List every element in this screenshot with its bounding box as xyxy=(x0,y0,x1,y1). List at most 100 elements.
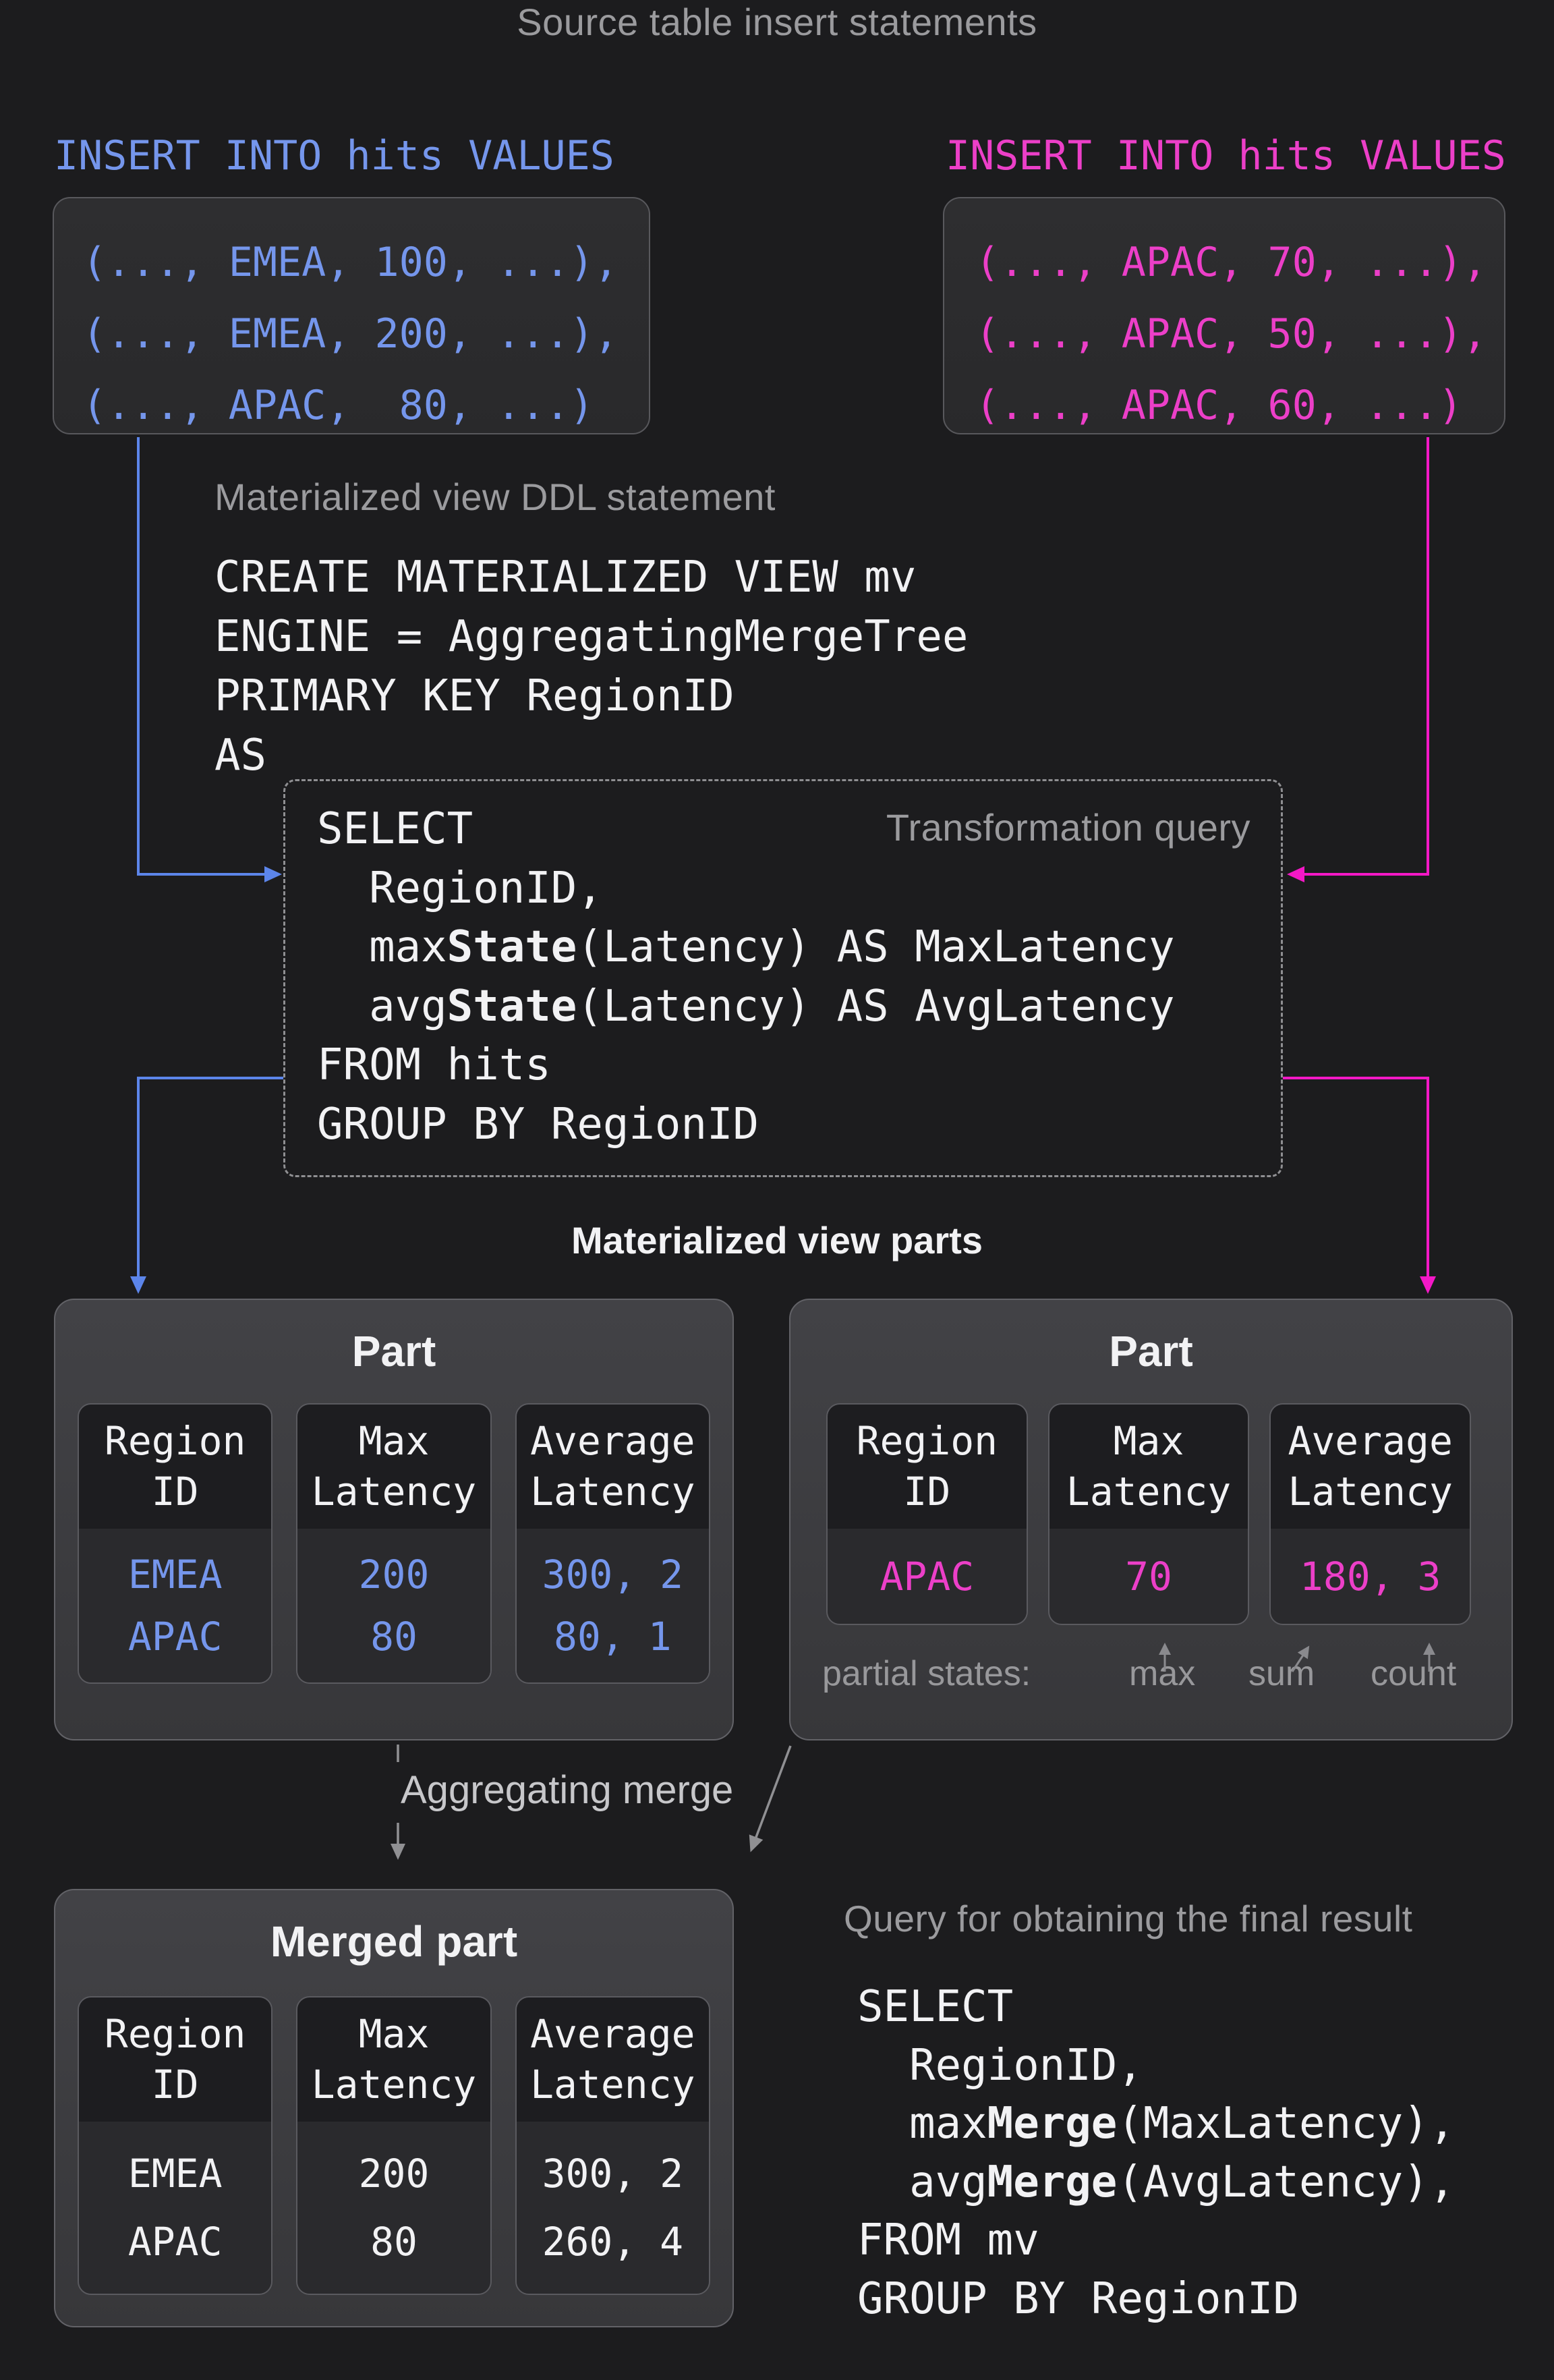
code-segment: (..., EMEA, 200, ...), xyxy=(82,310,618,358)
code-line: CREATE MATERIALIZED VIEW mv xyxy=(214,548,968,607)
cell-value: APAC xyxy=(127,1613,223,1660)
code-segment: (..., APAC, 50, ...), xyxy=(975,310,1487,358)
column-values: EMEA APAC xyxy=(79,1529,272,1682)
code-segment: avg xyxy=(857,2157,987,2207)
code-segment: (..., APAC, 70, ...), xyxy=(975,239,1487,286)
code-line: AS xyxy=(214,726,968,785)
code-segment: (AvgLatency), xyxy=(1117,2157,1456,2207)
column-values: 180, 3 xyxy=(1271,1529,1470,1624)
ddl-label: Materialized view DDL statement xyxy=(214,476,776,518)
insert-right-box: (..., APAC, 70, ...), (..., APAC, 50, ...… xyxy=(943,197,1505,434)
insert-left-box: (..., EMEA, 100, ...), (..., EMEA, 200, .… xyxy=(53,197,650,434)
code-segment: GROUP BY RegionID xyxy=(317,1099,759,1150)
code-line: PRIMARY KEY RegionID xyxy=(214,667,968,726)
code-segment: avg xyxy=(317,981,447,1031)
cell-value: 70 xyxy=(1125,1553,1172,1599)
code-segment: (..., EMEA, 100, ...), xyxy=(82,239,618,286)
code-segment: PRIMARY KEY RegionID xyxy=(214,671,735,721)
part-title: Part xyxy=(1109,1327,1193,1376)
table-column: Average Latency 300, 2 260, 4 xyxy=(515,1996,710,2295)
code-line: ENGINE = AggregatingMergeTree xyxy=(214,607,968,667)
code-line: (..., APAC, 50, ...), xyxy=(975,298,1504,370)
final-query-code: SELECT RegionID, maxMerge(MaxLatency), a… xyxy=(857,1978,1455,2328)
cell-value: 200 xyxy=(358,1552,430,1598)
cell-value: 80 xyxy=(370,2218,418,2265)
table-column: Average Latency 180, 3 xyxy=(1269,1403,1472,1625)
code-segment: (Latency) AS MaxLatency xyxy=(577,922,1175,972)
column-header: Max Latency xyxy=(297,1405,490,1529)
column-values: APAC xyxy=(828,1529,1027,1624)
table-column: Average Latency 300, 2 80, 1 xyxy=(515,1403,710,1684)
code-line: avgState(Latency) AS AvgLatency xyxy=(317,978,1174,1037)
column-header: Region ID xyxy=(79,1405,272,1529)
cell-value: 200 xyxy=(358,2151,430,2197)
code-segment: max xyxy=(857,2099,987,2149)
insert-left-label: INSERT INTO hits VALUES xyxy=(54,132,614,179)
cell-value: 260, 4 xyxy=(542,2218,684,2265)
column-header: Max Latency xyxy=(1049,1405,1248,1529)
code-line: avgMerge(AvgLatency), xyxy=(857,2153,1455,2212)
code-segment: SELECT xyxy=(317,804,473,854)
partial-states-label: partial states: xyxy=(822,1654,1031,1693)
code-segment: ENGINE = AggregatingMergeTree xyxy=(214,612,969,662)
code-segment: (MaxLatency), xyxy=(1117,2099,1456,2149)
code-line: (..., EMEA, 100, ...), xyxy=(82,227,649,298)
transformation-query-label: Transformation query xyxy=(886,806,1250,849)
code-segment: FROM mv xyxy=(857,2215,1039,2265)
code-segment: RegionID, xyxy=(857,2040,1143,2091)
code-segment: State xyxy=(447,922,577,972)
code-segment: Merge xyxy=(987,2157,1118,2207)
cell-value: APAC xyxy=(127,2218,223,2265)
cell-value: EMEA xyxy=(127,1552,223,1598)
column-header: Average Latency xyxy=(516,1998,709,2122)
code-line: FROM mv xyxy=(857,2211,1455,2270)
cell-value: 300, 2 xyxy=(542,1552,684,1598)
aggregating-merge-label: Aggregating merge xyxy=(401,1768,734,1812)
code-line: (..., APAC, 60, ...) xyxy=(975,370,1504,441)
merged-part-title: Merged part xyxy=(270,1917,518,1966)
cell-value: 180, 3 xyxy=(1299,1553,1441,1599)
code-line: SELECT xyxy=(857,1978,1455,2037)
code-segment: AS xyxy=(214,731,267,781)
column-header: Region ID xyxy=(828,1405,1027,1529)
code-line: SELECT xyxy=(317,800,1175,859)
code-segment: Merge xyxy=(987,2099,1118,2149)
table-column: Region ID EMEA APAC xyxy=(78,1996,273,2295)
code-line: (..., APAC, 70, ...), xyxy=(975,227,1504,298)
code-line: RegionID, xyxy=(317,859,1175,919)
code-line: RegionID, xyxy=(857,2037,1455,2095)
code-line: FROM hits xyxy=(317,1036,1175,1096)
code-segment: SELECT xyxy=(857,1982,1014,2032)
column-values: EMEA APAC xyxy=(79,2122,272,2294)
column-header: Average Latency xyxy=(516,1405,709,1529)
code-segment: State xyxy=(447,981,577,1031)
cell-value: 80, 1 xyxy=(554,1613,672,1660)
cell-value: 80 xyxy=(370,1613,418,1660)
partial-state-count-label: count xyxy=(1371,1654,1457,1693)
arrow-part-right-to-merged xyxy=(749,1745,792,1852)
column-values: 300, 2 80, 1 xyxy=(516,1529,709,1682)
column-header: Average Latency xyxy=(1271,1405,1470,1529)
transformation-query-box xyxy=(283,779,1283,1177)
cell-value: 300, 2 xyxy=(542,2151,684,2197)
insert-right-label: INSERT INTO hits VALUES xyxy=(946,132,1506,179)
code-line: GROUP BY RegionID xyxy=(317,1096,1175,1155)
column-header: Region ID xyxy=(79,1998,272,2122)
code-line: (..., EMEA, 200, ...), xyxy=(82,298,649,370)
code-line: maxMerge(MaxLatency), xyxy=(857,2095,1455,2153)
code-segment: GROUP BY RegionID xyxy=(857,2273,1300,2324)
cell-value: EMEA xyxy=(127,2151,223,2197)
arrow-insert-right-to-query xyxy=(1287,437,1429,882)
code-segment: (..., APAC, 60, ...) xyxy=(975,382,1463,429)
